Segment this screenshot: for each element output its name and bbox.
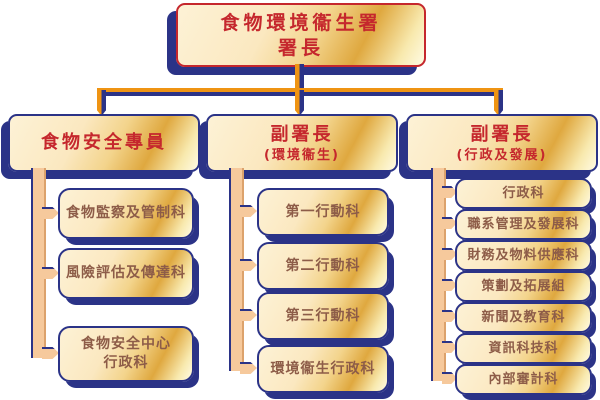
branch-title: 副署長 [470, 123, 534, 145]
dept-label: 第三行動科 [285, 307, 361, 324]
branch3-arrow [442, 310, 457, 322]
dept-label: 新聞及教育科 [481, 309, 566, 325]
branch3-arrow [442, 341, 457, 353]
dept-box: 財務及物料供應科 [455, 240, 592, 271]
connector-drop-right [494, 90, 503, 116]
branch-header-admin-development: 副署長 (行政及發展) [406, 114, 598, 172]
dept-box: 第一行動科 [257, 188, 389, 236]
branch1-trunk-line [31, 168, 46, 358]
dept-label: 內部審計科 [488, 371, 559, 387]
dept-box: 第三行動科 [257, 292, 389, 340]
branch3-arrow [442, 217, 457, 229]
dept-box: 第二行動科 [257, 242, 389, 290]
director-subtitle: 署長 [277, 37, 324, 59]
branch3-arrow [442, 248, 457, 260]
dept-label: 食物安全中心 行政科 [81, 336, 171, 371]
branch-subtitle: (行政及發展) [456, 147, 548, 163]
dept-label: 資訊科技科 [488, 340, 559, 356]
dept-box: 環境衞生行政科 [257, 345, 389, 393]
dept-box: 風險評估及傳達科 [58, 248, 194, 299]
branch2-arrow [240, 259, 257, 271]
dept-box: 內部審計科 [455, 364, 592, 395]
director-title: 食物環境衞生署 [220, 12, 382, 34]
connector-drop-center [295, 90, 304, 116]
dept-box: 行政科 [455, 178, 592, 209]
branch1-arrow [42, 267, 59, 279]
dept-box: 食物安全中心 行政科 [58, 326, 194, 382]
dept-box: 職系管理及發展科 [455, 209, 592, 240]
dept-label: 行政科 [502, 185, 545, 201]
branch-header-environmental-hygiene: 副署長 (環境衞生) [206, 114, 398, 172]
branch2-arrow [240, 205, 257, 217]
dept-label: 職系管理及發展科 [467, 216, 580, 232]
branch2-arrow [240, 362, 257, 374]
branch2-arrow [240, 309, 257, 321]
branch-title: 副署長 [270, 123, 334, 145]
dept-label: 環境衞生行政科 [270, 360, 376, 377]
dept-label: 風險評估及傳達科 [66, 265, 186, 281]
dept-label: 食物監察及管制科 [66, 205, 186, 221]
dept-label: 第二行動科 [285, 257, 361, 274]
branch-header-food-safety: 食物安全專員 [8, 114, 200, 172]
branch-subtitle: (環境衞生) [264, 147, 340, 163]
dept-box: 策劃及拓展組 [455, 271, 592, 302]
dept-label: 策劃及拓展組 [481, 278, 566, 294]
dept-label: 財務及物料供應科 [467, 247, 580, 263]
dept-box: 新聞及教育科 [455, 302, 592, 333]
branch1-arrow [42, 347, 59, 359]
branch1-arrow [42, 207, 59, 219]
dept-box: 資訊科技科 [455, 333, 592, 364]
branch-title: 食物安全專員 [41, 132, 167, 153]
branch3-arrow [442, 279, 457, 291]
branch3-arrow [442, 372, 457, 384]
dept-box: 食物監察及管制科 [58, 188, 194, 239]
connector-drop-left [97, 90, 106, 116]
connector-stub [295, 64, 304, 90]
director-box: 食物環境衞生署 署長 [176, 3, 426, 67]
dept-label: 第一行動科 [285, 203, 361, 220]
branch3-arrow [442, 186, 457, 198]
